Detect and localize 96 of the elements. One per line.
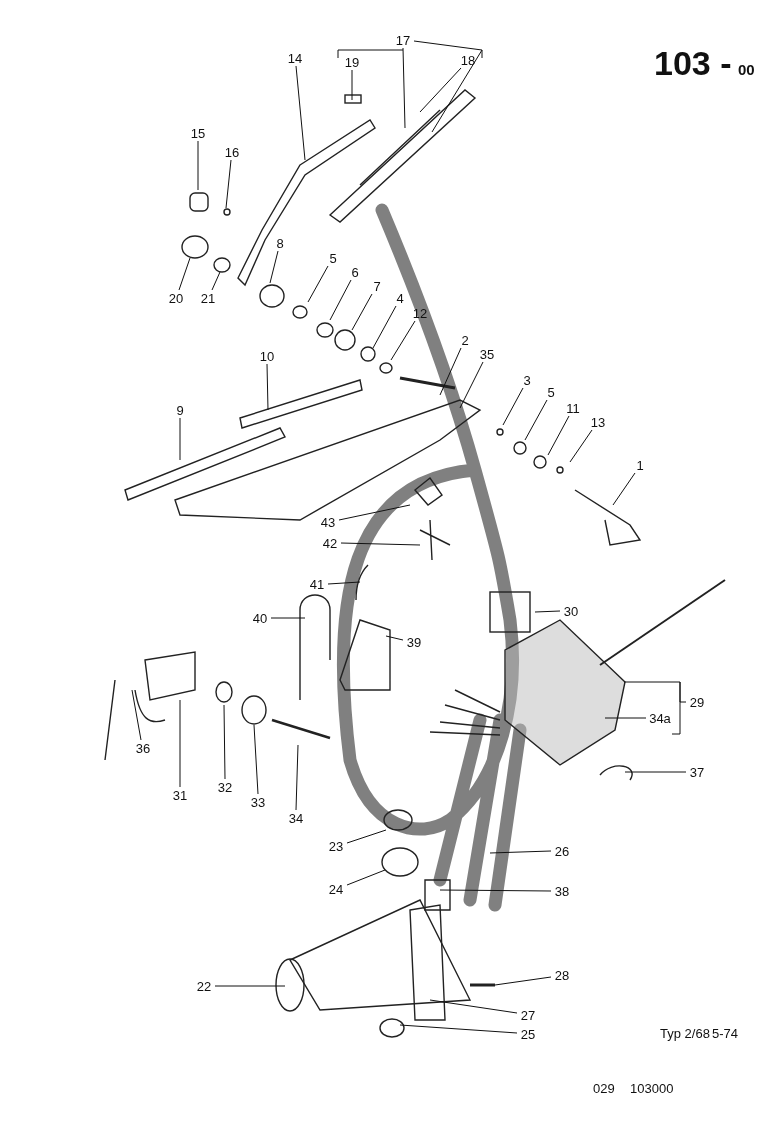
callout-number: 19	[343, 54, 361, 70]
leader-line	[179, 699, 181, 788]
callout-number: 7	[372, 278, 382, 294]
callout-number: 21	[199, 290, 217, 306]
leader-line	[459, 361, 484, 409]
leader-line	[329, 279, 352, 321]
callout-number: 20	[167, 290, 185, 306]
leader-line	[131, 689, 142, 741]
leader-line	[502, 387, 524, 426]
callout-number: 14	[286, 50, 304, 66]
leader-line	[419, 67, 462, 113]
leader-line	[372, 305, 397, 349]
leader-line	[253, 724, 259, 795]
leader-line	[494, 976, 552, 986]
leader-line	[439, 889, 552, 892]
leader-line	[340, 542, 421, 546]
leader-line	[351, 69, 353, 101]
callout-number: 23	[327, 838, 345, 854]
callout-number: 34	[287, 810, 305, 826]
leader-line	[270, 617, 306, 619]
leader-line	[351, 293, 373, 331]
leader-line	[338, 504, 411, 521]
callout-number: 4	[395, 290, 405, 306]
callout-number: 27	[519, 1007, 537, 1023]
callout-number: 28	[553, 967, 571, 983]
callout-number: 41	[308, 576, 326, 592]
callout-number: 36	[134, 740, 152, 756]
leader-line	[266, 363, 269, 411]
leader-line	[604, 717, 647, 719]
page-number: 00	[738, 62, 755, 77]
callout-number: 22	[195, 978, 213, 994]
callout-number: 40	[251, 610, 269, 626]
callout-number: 29	[688, 694, 706, 710]
leader-line	[337, 47, 406, 129]
callout-number: 8	[275, 235, 285, 251]
leader-line	[390, 320, 416, 361]
leader-line	[385, 635, 404, 641]
leader-line	[524, 399, 548, 441]
leader-line	[439, 347, 462, 396]
callout-number: 17	[394, 32, 412, 48]
leader-line	[346, 829, 387, 844]
callout-number: 10	[258, 348, 276, 364]
callout-number: 18	[459, 52, 477, 68]
leader-line	[569, 429, 593, 463]
page-number: 103 -	[654, 46, 732, 80]
leader-line	[346, 869, 386, 886]
leader-line	[223, 704, 226, 780]
leader-line	[295, 744, 299, 811]
callout-number: 6	[350, 264, 360, 280]
callout-number: 13	[589, 414, 607, 430]
leader-line	[399, 1024, 518, 1034]
leader-line	[197, 140, 199, 191]
callout-number: 43	[319, 514, 337, 530]
leader-line	[178, 257, 191, 291]
leader-line	[612, 472, 636, 506]
footer-note: 029	[593, 1082, 615, 1095]
footer-note: Typ 2/68	[660, 1027, 710, 1040]
leader-line	[413, 40, 483, 133]
callout-number: 5	[328, 250, 338, 266]
leader-line	[534, 610, 561, 613]
footer-note: 103000	[630, 1082, 674, 1095]
leader-line	[307, 265, 329, 303]
leader-line	[623, 681, 687, 735]
callout-number: 9	[175, 402, 185, 418]
leader-line	[327, 581, 361, 585]
callout-number: 35	[478, 346, 496, 362]
callout-number: 26	[553, 843, 571, 859]
callout-number: 15	[189, 125, 207, 141]
callout-number: 3	[522, 372, 532, 388]
callout-number: 5	[546, 384, 556, 400]
footer-note: 5-74	[712, 1027, 739, 1040]
leader-line	[214, 985, 286, 987]
callout-number: 34a	[648, 710, 672, 726]
leader-line	[624, 771, 687, 773]
callout-number: 1	[635, 457, 645, 473]
callout-number: 32	[216, 779, 234, 795]
leader-line	[179, 417, 181, 461]
callout-number: 38	[553, 883, 571, 899]
callout-number: 37	[688, 764, 706, 780]
callout-number: 11	[565, 400, 581, 416]
callout-number: 30	[562, 603, 580, 619]
leader-line	[211, 271, 221, 291]
callout-number: 24	[327, 881, 345, 897]
leader-line	[489, 850, 552, 854]
leader-line	[547, 415, 570, 456]
callout-number: 39	[405, 634, 423, 650]
leader-line	[429, 999, 518, 1014]
callout-number: 33	[249, 794, 267, 810]
callout-number: 25	[519, 1026, 537, 1042]
leader-line	[225, 159, 232, 209]
leader-line	[295, 65, 306, 161]
callout-number: 16	[223, 144, 241, 160]
callout-number: 31	[171, 787, 189, 803]
callout-number: 42	[321, 535, 339, 551]
leader-line	[269, 250, 279, 284]
callout-number: 2	[460, 332, 470, 348]
